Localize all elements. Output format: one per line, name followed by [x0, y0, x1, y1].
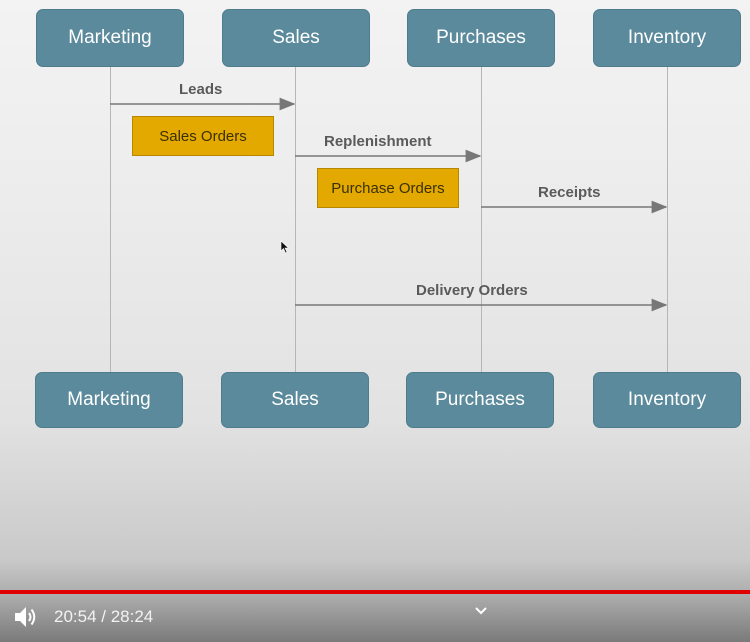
progress-bar[interactable]: [0, 590, 750, 594]
actor-inventory-top: Inventory: [593, 9, 741, 67]
mouse-cursor-icon: [280, 240, 290, 254]
label-leads: Leads: [179, 81, 223, 98]
video-player-controls: [0, 590, 750, 642]
note-sales-orders: Sales Orders: [132, 116, 274, 156]
lifeline-marketing: [110, 67, 111, 373]
actor-purchases-top: Purchases: [407, 9, 555, 67]
actor-marketing-top: Marketing: [36, 9, 184, 67]
volume-icon[interactable]: [12, 604, 38, 630]
chevron-down-icon[interactable]: [474, 604, 488, 618]
actor-marketing-bottom: Marketing: [35, 372, 183, 428]
lifeline-inventory: [667, 67, 668, 373]
note-purchase-orders: Purchase Orders: [317, 168, 459, 208]
label-receipts: Receipts: [538, 184, 601, 201]
actor-sales-top: Sales: [222, 9, 370, 67]
time-display: 20:54 / 28:24: [54, 607, 154, 626]
actor-purchases-bottom: Purchases: [406, 372, 554, 428]
lifeline-purchases: [481, 67, 482, 373]
label-replenishment: Replenishment: [324, 133, 432, 150]
actor-inventory-bottom: Inventory: [593, 372, 741, 428]
label-delivery-orders: Delivery Orders: [416, 282, 528, 299]
actor-sales-bottom: Sales: [221, 372, 369, 428]
lifeline-sales: [295, 67, 296, 373]
